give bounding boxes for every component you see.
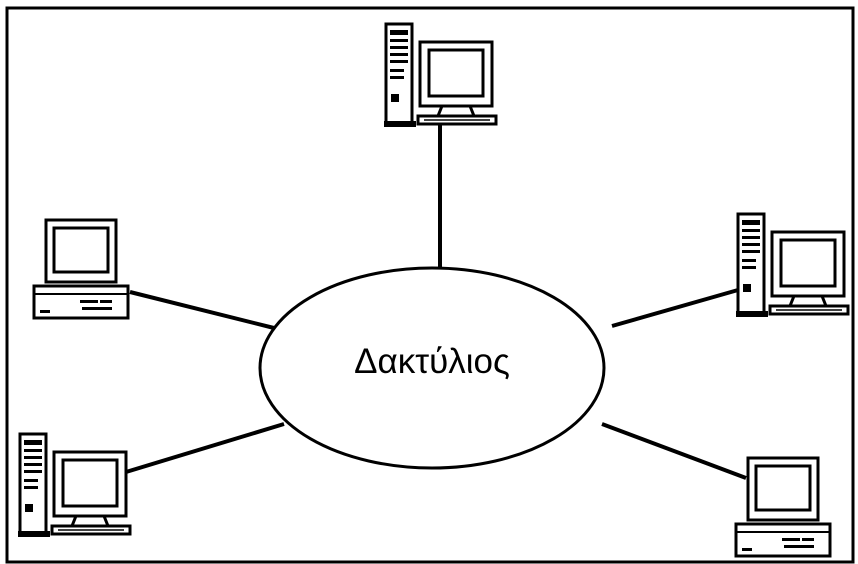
computer-top-icon (382, 22, 498, 129)
ring-ellipse (258, 266, 606, 470)
cable-right-upper (611, 288, 739, 328)
computer-left-upper-icon (32, 218, 130, 320)
computer-left-lower-icon (16, 432, 132, 539)
cable-left-upper (129, 290, 275, 330)
ring-label: Δακτύλιος (354, 342, 510, 381)
cable-right-lower (601, 422, 747, 480)
cable-left-lower (125, 422, 285, 474)
computer-right-upper-icon (734, 212, 850, 319)
diagram-frame (5, 6, 855, 564)
computer-right-lower-icon (734, 456, 832, 558)
